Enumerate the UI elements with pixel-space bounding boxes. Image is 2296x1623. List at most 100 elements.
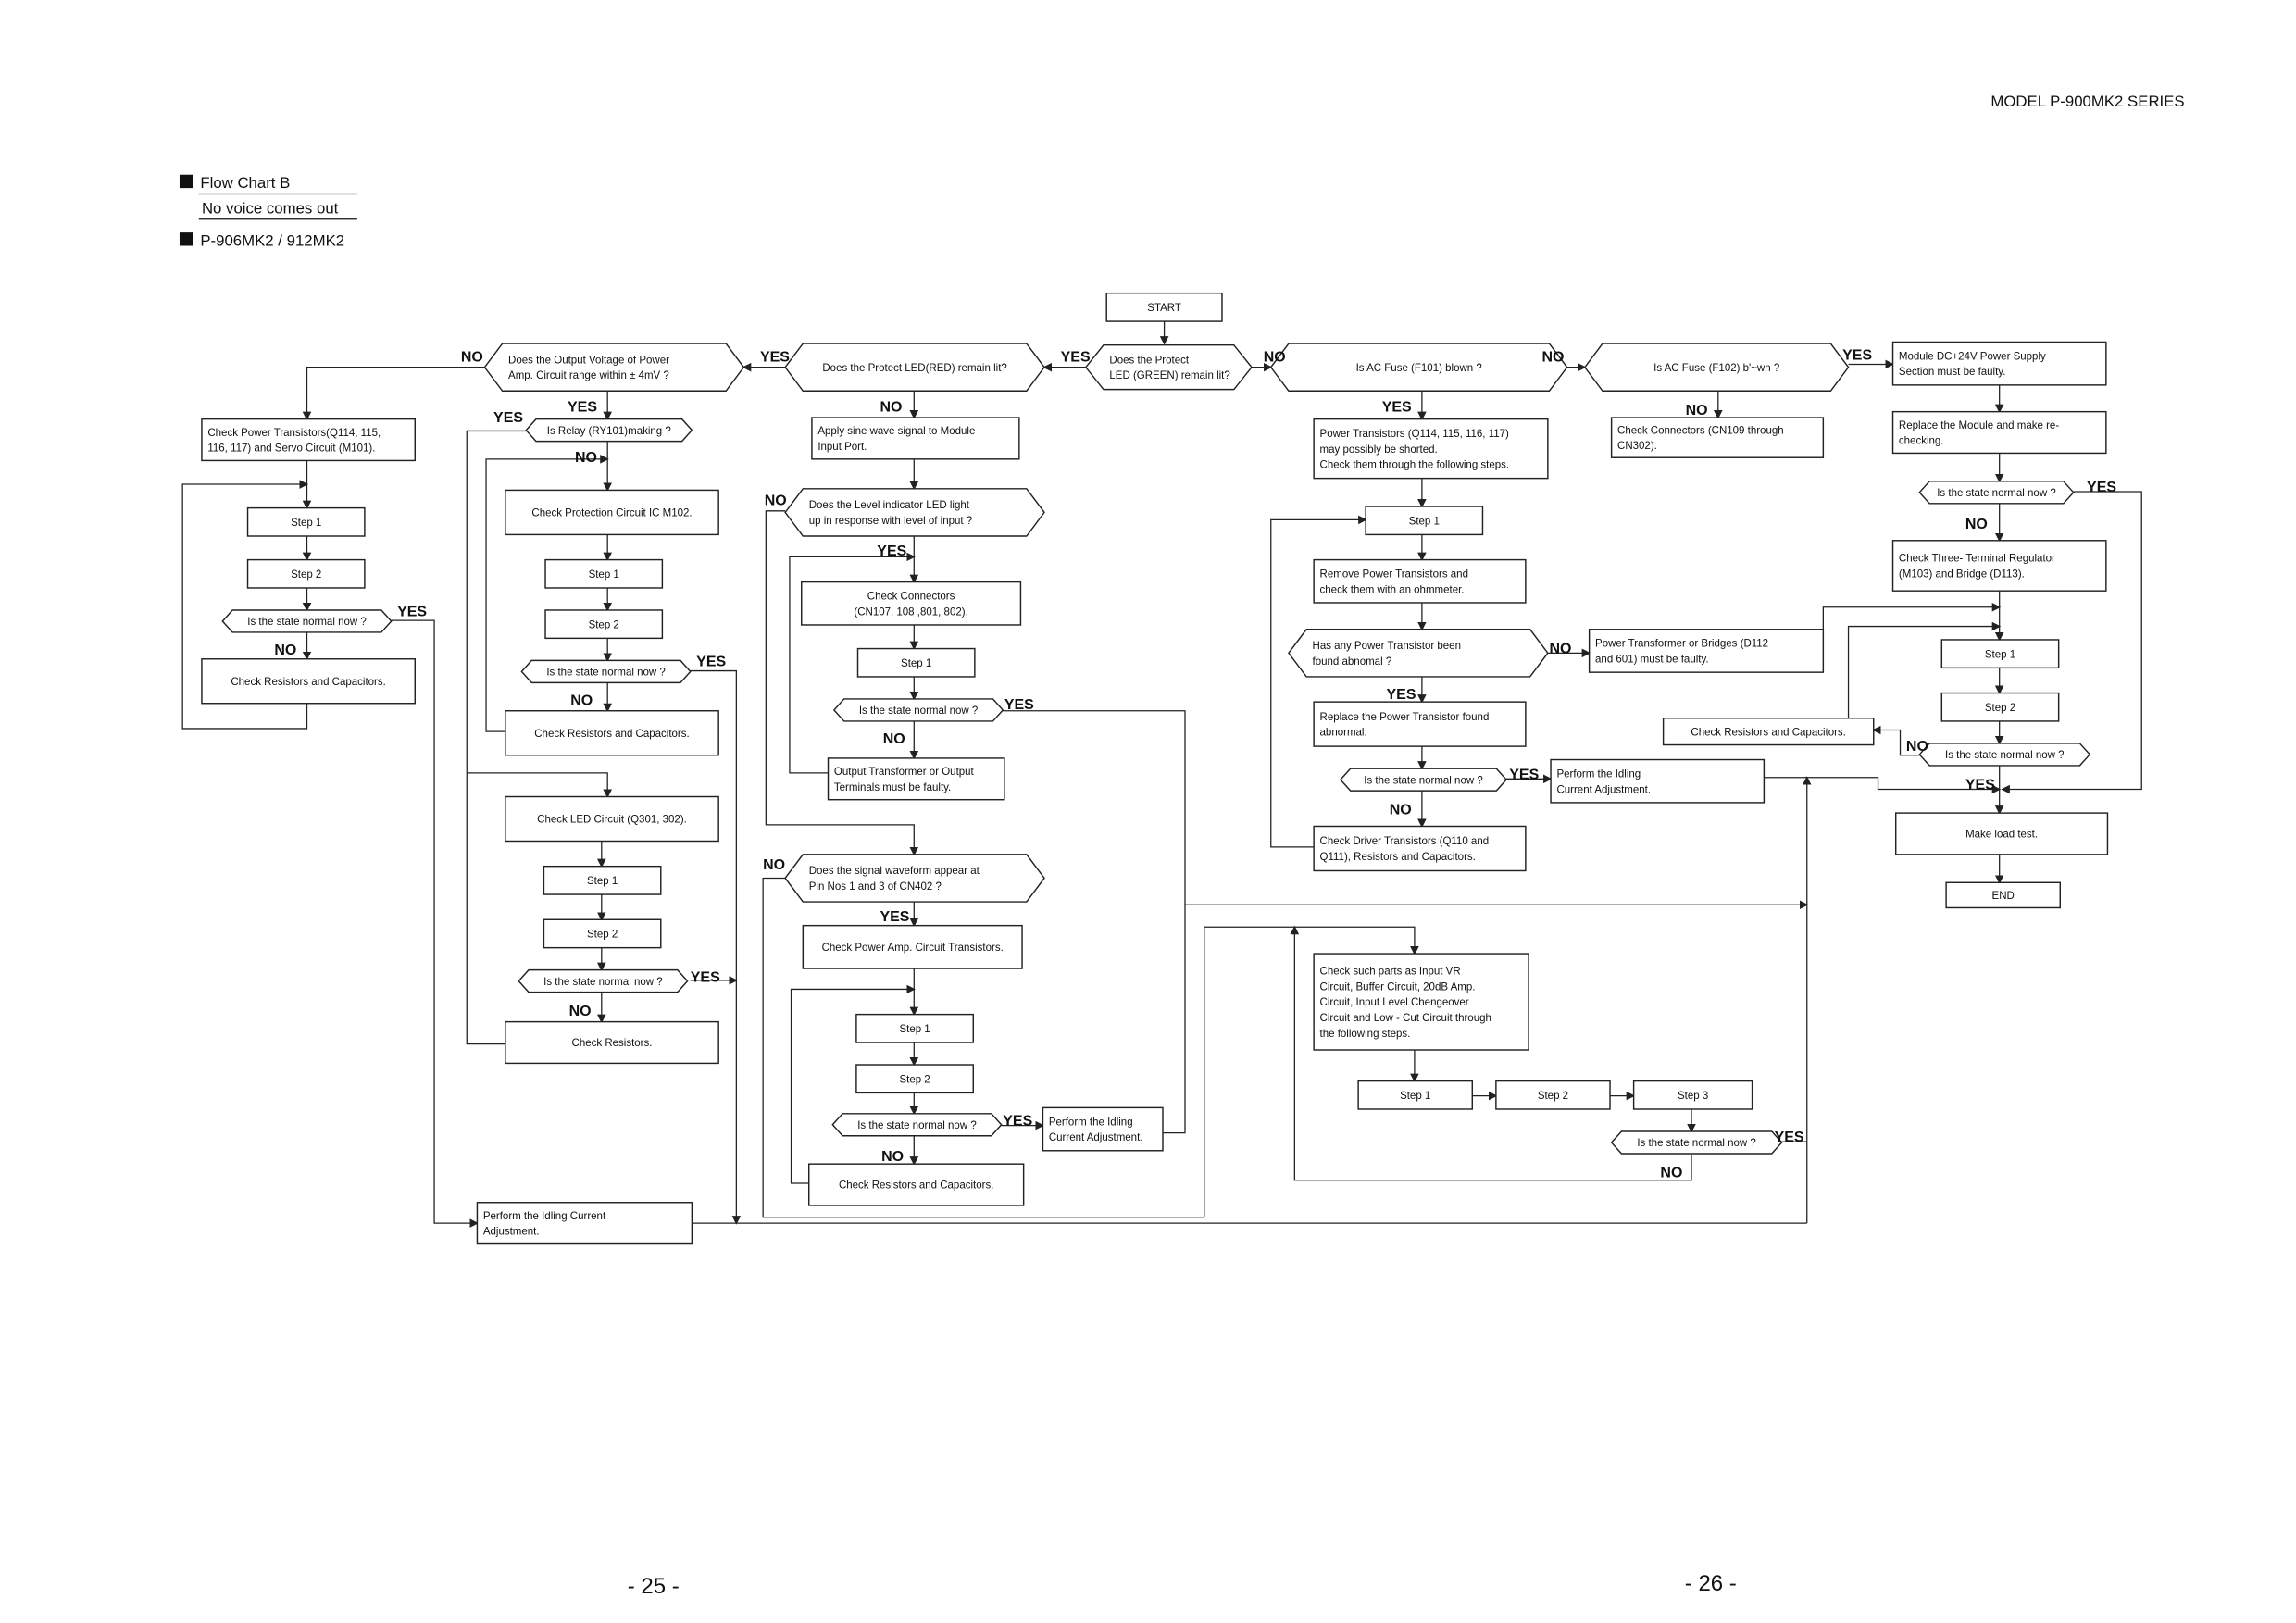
node-text: Step 2: [899, 1074, 930, 1085]
process-r-replacept: Replace the Power Transistor foundabnorm…: [1313, 701, 1527, 747]
branch-label-yes: YES: [880, 909, 909, 925]
title-block: Flow Chart B No voice comes out P-906MK2…: [179, 174, 357, 250]
node-text: Circuit, Buffer Circuit, 20dB Amp.: [1320, 981, 1476, 993]
node-text: Amp. Circuit range within ± 4mV ?: [508, 370, 669, 381]
node-text: up in response with level of input ?: [809, 516, 972, 527]
branch-label-yes: YES: [568, 400, 597, 416]
process-box: [1313, 825, 1527, 872]
process-r-s2-e: Step 2: [544, 609, 664, 640]
process-r-s1-f: Step 1: [543, 865, 662, 895]
node-text: Is AC Fuse (F102) b'~wn ?: [1653, 363, 1779, 374]
node-text: Step 3: [1678, 1091, 1708, 1102]
node-text: Step 2: [587, 930, 618, 941]
connector-line: [690, 669, 742, 1225]
node-text: Check them through the following steps.: [1320, 460, 1510, 471]
node-text: Module DC+24V Power Supply: [1899, 351, 2046, 362]
models-label: P-906MK2 / 912MK2: [200, 232, 344, 250]
node-text: (M103) and Bridge (D113).: [1899, 569, 2025, 581]
node-text: Circuit, Input Level Chengeover: [1320, 997, 1469, 1008]
decision-shape: [1583, 343, 1850, 392]
node-text: Is the state normal now ?: [859, 705, 978, 717]
node-text: Step 1: [589, 569, 619, 581]
connector-line: [1290, 925, 1692, 1181]
branch-label-yes: YES: [1509, 767, 1539, 782]
decision-shape: [1288, 629, 1549, 678]
process-r-pacirc: Check Power Amp. Circuit Transistors.: [802, 924, 1023, 969]
process-r-step1-r: Step 1: [1940, 639, 2060, 669]
branch-label-no: NO: [880, 400, 902, 416]
node-text: Is the state normal now ?: [1937, 488, 2055, 499]
process-box: [201, 418, 416, 462]
node-text: Has any Power Transistor been: [1313, 641, 1461, 652]
connector-line: [789, 552, 916, 774]
connector-line: [2001, 491, 2142, 794]
decision-shape: [1918, 481, 2075, 505]
process-r-step2-r: Step 2: [1940, 692, 2060, 722]
node-text: Does the Protect: [1109, 355, 1189, 366]
process-box: [856, 647, 976, 678]
process-box: [246, 506, 366, 537]
branch-label-no: NO: [763, 857, 785, 873]
process-box: [855, 1013, 974, 1043]
node-text: Apply sine wave signal to Module: [817, 426, 975, 437]
decision-d-norm-r1: Is the state normal now ?: [1918, 481, 2075, 505]
connector-line: [1847, 621, 2002, 718]
process-r-driver: Check Driver Transistors (Q110 andQ111),…: [1313, 825, 1527, 872]
process-box: [544, 558, 664, 589]
node-text: Step 2: [291, 569, 321, 581]
process-box: [801, 581, 1022, 626]
node-text: Step 1: [901, 658, 931, 669]
decision-shape: [784, 854, 1045, 903]
process-r-crc-r: Check Resistors and Capacitors.: [1662, 718, 1875, 746]
decision-d-norm-f: Is the state normal now ?: [518, 968, 689, 993]
process-r-crc-d: Check Resistors and Capacitors.: [808, 1163, 1025, 1206]
node-text: Is the state normal now ?: [247, 617, 366, 628]
branch-label-no: NO: [461, 349, 483, 365]
decision-shape: [784, 488, 1045, 537]
process-r-step1-m: Step 1: [1365, 506, 1484, 536]
node-text: Pin Nos 1 and 3 of CN402 ?: [809, 881, 942, 893]
node-text: Power Transistors (Q114, 115, 116, 117): [1320, 429, 1509, 440]
process-start: START: [1105, 292, 1223, 322]
node-text: Step 1: [1400, 1091, 1430, 1102]
connector-line: [765, 510, 919, 856]
decision-d-norm-d: Is the state normal now ?: [831, 1113, 1003, 1137]
process-box: [1313, 701, 1527, 747]
node-text: Is the state normal now ?: [1637, 1138, 1755, 1149]
node-text: Replace the Module and make re-: [1899, 420, 2059, 431]
branch-label-yes: YES: [1775, 1130, 1804, 1145]
decision-shape: [483, 343, 745, 392]
node-text: Is the state normal now ?: [1364, 775, 1482, 786]
decision-d-f102: Is AC Fuse (F102) b'~wn ?: [1583, 343, 1850, 392]
node-text: Check Connectors (CN109 through: [1617, 425, 1784, 436]
node-text: Output Transformer or Output: [834, 767, 975, 778]
node-text: Is the state normal now ?: [546, 668, 665, 679]
process-box: [1632, 1080, 1753, 1110]
branch-label-yes: YES: [397, 604, 427, 619]
branch-label-yes: YES: [1061, 349, 1091, 365]
process-r-s2-f: Step 2: [543, 918, 662, 949]
decision-shape: [518, 968, 689, 993]
node-text: abnormal.: [1320, 728, 1367, 739]
branch-label-yes: YES: [493, 410, 523, 426]
branch-label-no: NO: [569, 1004, 592, 1019]
bullet-square-icon: [179, 174, 193, 189]
process-box: [808, 1163, 1025, 1206]
node-text: Step 1: [291, 518, 321, 529]
connector-line: [762, 877, 1204, 1218]
connector-line: [1872, 725, 1920, 756]
node-text: END: [1992, 891, 2015, 902]
decision-shape: [525, 418, 693, 443]
decision-d-norm-g: Is the state normal now ?: [221, 609, 393, 633]
process-box: [1891, 341, 2107, 386]
process-box: [505, 489, 719, 536]
node-text: Check Protection Circuit IC M102.: [531, 508, 692, 519]
